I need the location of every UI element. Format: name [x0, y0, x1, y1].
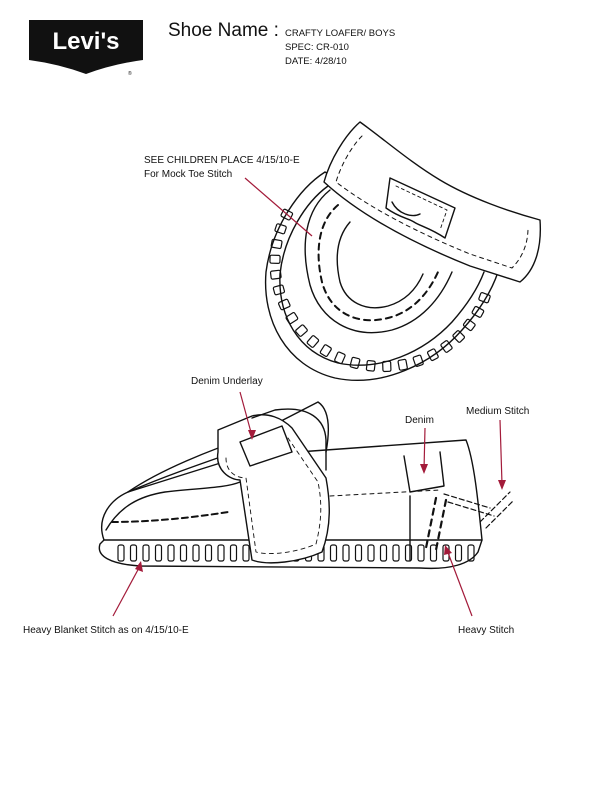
shoe-name-label: Shoe Name :: [168, 20, 279, 41]
leader-lines: [112, 177, 506, 617]
blanket-stitch-box: [382, 360, 392, 373]
blanket-stitch-box: [367, 544, 375, 562]
blanket-stitch-box: [426, 348, 439, 362]
blanket-stitch-box: [117, 544, 125, 562]
blanket-stitch-box: [129, 544, 138, 562]
blanket-stitch-box: [349, 356, 361, 370]
top-view-shoe: [264, 121, 542, 381]
blanket-stitch-box: [217, 544, 225, 562]
blanket-stitch-box: [454, 544, 463, 562]
blanket-stitch-box: [270, 238, 283, 250]
spec-number: SPEC: CR-010: [285, 42, 349, 53]
logo-text: Levi's: [52, 28, 119, 55]
blanket-stitch-box: [452, 330, 466, 343]
callout-heavy-blanket-stitch: Heavy Blanket Stitch as on 4/15/10-E: [23, 625, 189, 636]
blanket-stitch-box: [404, 544, 413, 562]
blanket-stitch-box: [342, 544, 350, 562]
blanket-stitch-box: [334, 351, 346, 365]
blanket-stitch-box: [429, 544, 438, 562]
blanket-stitch-box: [269, 269, 282, 280]
blanket-stitch-box: [354, 544, 363, 562]
blanket-stitch-box: [295, 324, 308, 337]
callout-mock-toe-line2: For Mock Toe Stitch: [144, 169, 233, 180]
blanket-stitch-box: [329, 544, 338, 562]
svg-text:®: ®: [128, 70, 132, 76]
blanket-stitch-box: [392, 544, 400, 562]
blanket-stitch-box: [277, 298, 291, 311]
blanket-stitch-box: [440, 340, 453, 353]
blanket-stitch-box: [272, 284, 286, 296]
callout-medium-stitch: Medium Stitch: [466, 406, 530, 417]
blanket-stitch-box: [397, 358, 408, 371]
blanket-stitch-box: [412, 354, 424, 368]
blanket-stitch-box: [319, 344, 332, 357]
blanket-stitch-box: [285, 312, 299, 325]
blanket-stitch-box: [280, 208, 294, 221]
blanket-stitch-box: [306, 335, 320, 348]
blanket-stitch-box: [379, 544, 388, 562]
callout-denim: Denim: [405, 415, 434, 426]
blanket-stitch-box: [179, 544, 188, 562]
callout-denim-underlay: Denim Underlay: [191, 376, 263, 387]
shoe-name-value: CRAFTY LOAFER/ BOYS: [285, 28, 396, 39]
blanket-stitch-box: [204, 544, 213, 562]
blanket-stitch-box: [192, 544, 200, 562]
side-view-shoe: [98, 401, 515, 570]
blanket-stitch-box: [471, 305, 485, 318]
callout-heavy-stitch: Heavy Stitch: [458, 625, 515, 636]
blanket-stitch-box: [242, 544, 250, 562]
blanket-stitch-box: [467, 544, 475, 562]
levis-logo: Levi's ®: [29, 20, 143, 76]
blanket-stitch-box: [462, 318, 476, 332]
spec-date: DATE: 4/28/10: [285, 56, 347, 67]
blanket-stitch-box: [167, 544, 175, 562]
blanket-stitch-box: [417, 544, 425, 562]
blanket-stitch-box: [365, 359, 376, 372]
blanket-stitch-box: [229, 544, 238, 562]
callout-mock-toe-line1: SEE CHILDREN PLACE 4/15/10-E: [144, 155, 300, 166]
blanket-stitch-box: [478, 292, 491, 304]
blanket-stitch-box: [269, 254, 281, 264]
blanket-stitch-box: [154, 544, 163, 562]
top-view-blanket-stitch: [269, 208, 491, 373]
blanket-stitch-box: [142, 544, 150, 562]
blanket-stitch-box: [274, 223, 287, 235]
